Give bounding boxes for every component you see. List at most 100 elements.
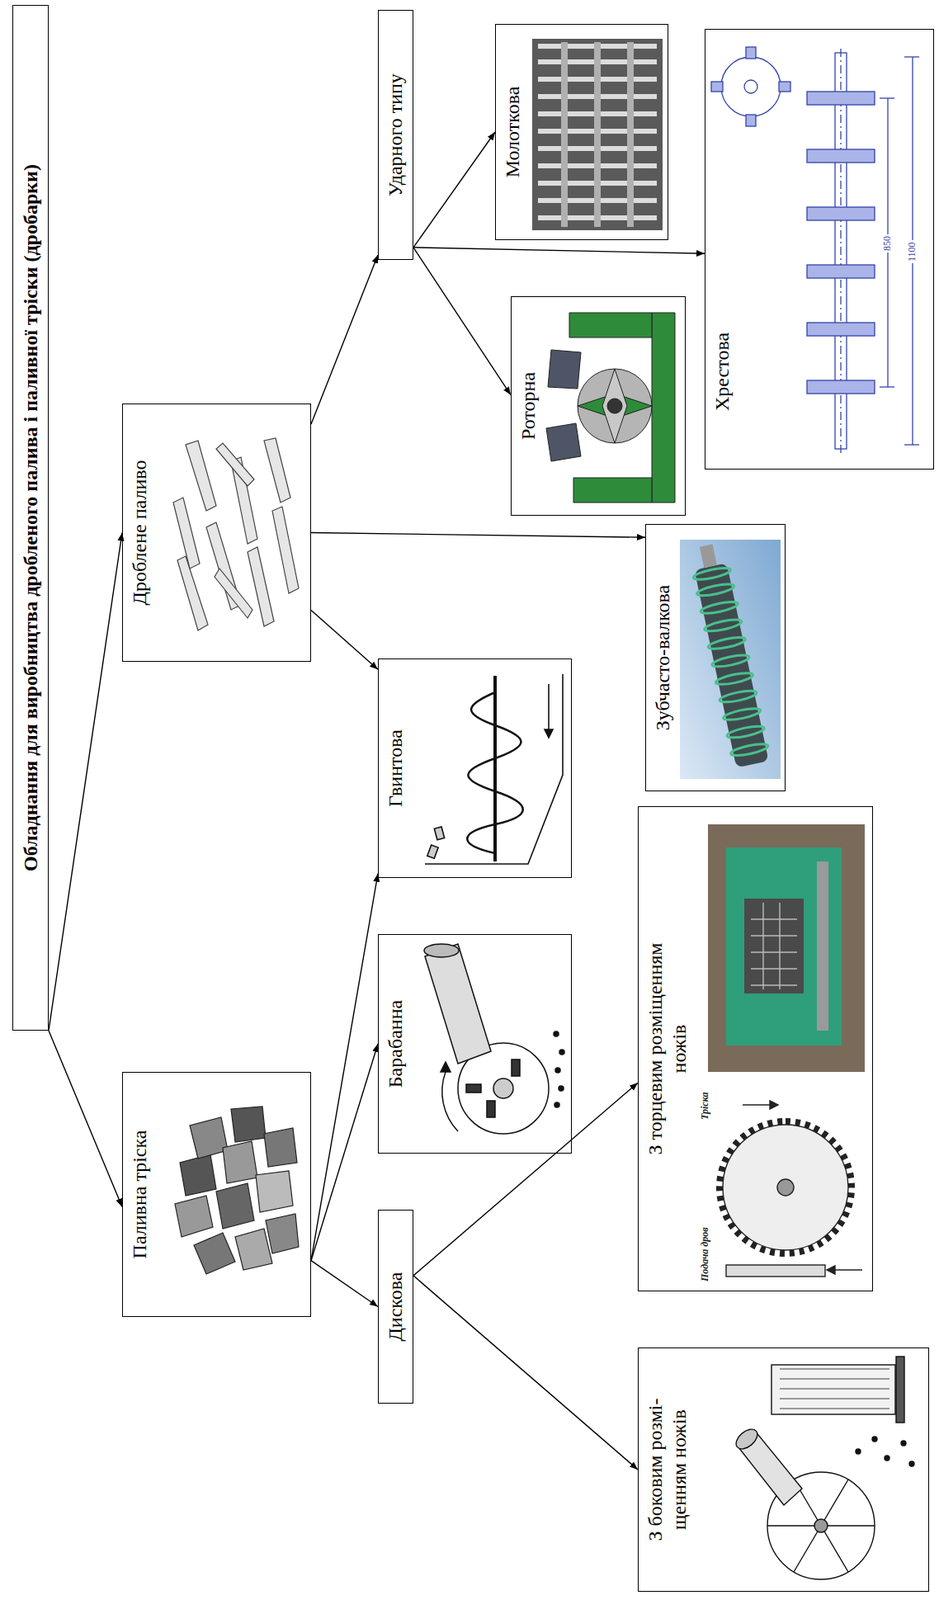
chip <box>189 1117 228 1159</box>
drum-picture <box>424 943 565 1134</box>
screw-flight <box>467 692 524 854</box>
bar <box>627 42 634 227</box>
end-view <box>721 56 781 117</box>
dimension-label: 1100 <box>906 240 919 264</box>
cross-drawing <box>711 47 920 453</box>
end-blade <box>711 81 723 92</box>
log-end <box>732 1425 762 1453</box>
housing <box>424 674 563 864</box>
bar <box>594 42 601 227</box>
tooth-ring <box>696 581 736 598</box>
node-label: Молоткова <box>500 29 525 235</box>
picture-ground <box>679 539 781 779</box>
shredded-picture <box>173 438 299 631</box>
type-box: Барабанна <box>377 934 572 1154</box>
saw-teeth <box>719 1121 852 1254</box>
end-blade <box>778 81 791 92</box>
photo-ground <box>707 824 865 1072</box>
tooth-ring <box>730 741 770 758</box>
block <box>547 349 581 389</box>
node-label: Зубчасто-валкова <box>651 529 675 786</box>
node-label: Обладнання для виробництва дробленого па… <box>18 164 43 872</box>
type-box: Дискова <box>377 1209 414 1404</box>
node-label: З торцевим розміщенням ножів <box>643 935 692 1163</box>
arrow-connector <box>311 533 646 538</box>
chip <box>434 826 444 840</box>
saw-hub <box>777 1179 794 1196</box>
saw-disc <box>722 1124 849 1251</box>
dimension-tick <box>904 56 920 57</box>
frame <box>573 477 652 503</box>
hammer-picture <box>532 38 663 231</box>
picture-note: Подача дров <box>699 1225 712 1284</box>
drum-slot <box>466 1084 482 1093</box>
drum-hub <box>493 1078 514 1099</box>
roller-body <box>694 562 770 768</box>
chip <box>179 1154 217 1196</box>
node-label: Гвинтова <box>383 664 408 873</box>
chip-dot <box>555 1067 561 1073</box>
chip-dot <box>909 1461 915 1467</box>
chip <box>193 1232 236 1275</box>
chip-dot <box>884 1455 890 1461</box>
type-box: Зубчасто-валкова <box>645 523 786 792</box>
chip-dot <box>554 1102 560 1108</box>
tooth-ring <box>714 670 754 687</box>
dimension-tick <box>879 97 895 99</box>
node-label: Хрестова <box>710 34 735 411</box>
dimension-tick <box>904 443 920 445</box>
chip-dot <box>559 1049 565 1055</box>
log-end <box>424 943 459 958</box>
type-box: Гвинтова <box>377 658 572 878</box>
node-label: Дроблене паливо <box>127 409 152 656</box>
arrow-connector <box>311 609 378 670</box>
category-box: Паливна тріска <box>122 1071 312 1317</box>
roller <box>687 541 771 769</box>
tooth-ring <box>718 688 758 704</box>
node-label: Дискова <box>383 1272 408 1342</box>
timber-section <box>771 1364 896 1415</box>
tooth-ring <box>692 566 732 582</box>
end-blade <box>745 47 756 59</box>
drum-slot <box>486 1100 496 1118</box>
timber-plate <box>896 1356 905 1423</box>
cross-hub <box>806 322 875 336</box>
rotor-picture <box>546 312 675 503</box>
sliver <box>185 440 217 511</box>
arrow-connector <box>413 247 705 255</box>
node-label: Ударного типу <box>383 73 408 197</box>
side-disc-picture <box>732 1356 915 1580</box>
chip <box>265 1213 299 1254</box>
cross-hub <box>806 264 875 279</box>
subtype-box: З боковим розмі- щенням ножів <box>637 1347 930 1592</box>
subtype-box: Хрестова <box>704 28 935 470</box>
sliver <box>214 568 253 619</box>
end-blade <box>745 114 756 127</box>
chip-dot <box>901 1440 906 1446</box>
chip-dot <box>872 1436 878 1442</box>
subtype-box: З торцевим розміщенням ножів <box>637 806 873 1292</box>
chip-dot <box>855 1448 861 1454</box>
roller-teeth <box>692 566 769 759</box>
frame <box>651 312 675 503</box>
drum-slot <box>511 1059 520 1076</box>
rotor <box>577 368 652 444</box>
chip <box>216 1183 255 1229</box>
rotation-arrow <box>440 1061 451 1072</box>
arrow-connector <box>413 1275 638 1470</box>
knife-grid <box>744 898 804 994</box>
arrow-connector <box>311 1260 378 1308</box>
chips-picture <box>174 1106 299 1275</box>
chip <box>174 1195 213 1237</box>
sliver <box>272 506 299 594</box>
frame <box>569 312 652 338</box>
arrow-connector <box>48 1030 123 1207</box>
arrow-connector <box>413 1082 638 1276</box>
block <box>546 423 581 462</box>
arrow-connector <box>413 247 511 396</box>
picture-note: Тріска <box>699 1090 712 1122</box>
chip-dot <box>553 1031 559 1037</box>
roller-picture <box>679 539 781 779</box>
